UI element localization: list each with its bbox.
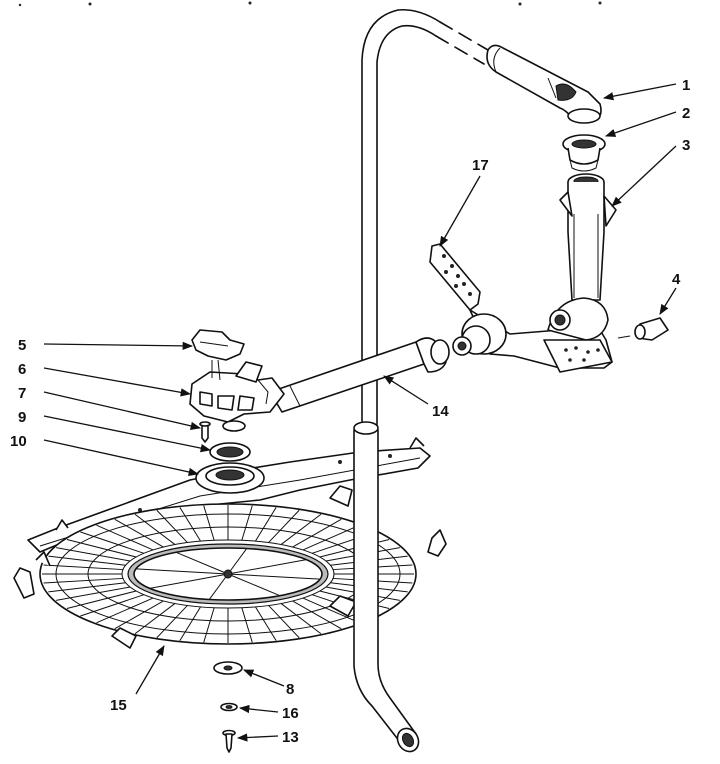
part-13-screw <box>222 729 236 753</box>
callout-4: 4 <box>672 271 681 288</box>
rack-spoke <box>149 573 229 589</box>
rack-rib <box>268 605 300 639</box>
part-5-clip <box>191 329 245 381</box>
rack-spokes <box>135 548 321 600</box>
rack-rib <box>255 507 277 542</box>
part-4-nozzle <box>617 317 669 341</box>
rack-rib <box>255 606 277 641</box>
rack-spoke <box>227 573 321 580</box>
callout-9: 9 <box>18 409 26 426</box>
part-17-bracket <box>429 243 481 311</box>
rack-spoke <box>175 551 229 575</box>
callout-1: 1 <box>682 77 690 94</box>
rack-rib <box>43 577 123 584</box>
supply-tube-outline <box>361 8 489 426</box>
rack-rib <box>280 513 322 545</box>
part-9-ring <box>209 442 251 462</box>
rack-rib <box>156 605 188 639</box>
rack-spoke <box>227 559 307 575</box>
rack-rib <box>134 513 176 545</box>
rack-rib <box>96 524 154 551</box>
part-8-washer <box>213 661 243 675</box>
rack-rib <box>96 597 154 624</box>
rack-rib <box>203 607 215 643</box>
rack-rib <box>292 518 342 548</box>
rack-rib <box>80 531 145 554</box>
callout-14: 14 <box>432 403 449 420</box>
part-7-screw <box>199 421 211 443</box>
callout-7: 7 <box>18 385 26 402</box>
part-2-seal <box>562 134 606 172</box>
part-3-manifold <box>559 173 617 301</box>
rack-spoke <box>227 573 281 597</box>
rack-rib <box>302 524 360 551</box>
rack-rib <box>48 582 126 593</box>
rack-rib <box>179 606 201 641</box>
callout-17: 17 <box>472 157 489 174</box>
rack-rib <box>48 555 126 566</box>
rack-rib <box>179 507 201 542</box>
rack-rib <box>66 590 137 609</box>
rack-rib <box>66 539 137 558</box>
rack-spoke <box>208 573 229 600</box>
rack-rib <box>114 518 164 548</box>
rack-rib <box>134 603 176 635</box>
lower-tube <box>329 421 420 753</box>
rack-rib <box>268 509 300 543</box>
rack-rib <box>292 600 342 630</box>
callout-3: 3 <box>682 137 690 154</box>
callout-5: 5 <box>18 337 26 354</box>
rack-rib <box>241 505 253 541</box>
rack-spoke <box>227 548 248 575</box>
callout-labels: 1 2 3 4 5 6 7 8 9 10 13 14 15 16 17 <box>10 77 690 746</box>
callout-6: 6 <box>18 361 26 378</box>
callout-10: 10 <box>10 433 27 450</box>
callout-15: 15 <box>110 697 127 714</box>
part-6-hub-bracket <box>189 361 285 432</box>
leader-lines <box>43 83 677 742</box>
rack-rib <box>156 509 188 543</box>
rack-rib <box>114 600 164 630</box>
callout-8: 8 <box>286 681 294 698</box>
lower-manifold-assembly <box>452 297 613 373</box>
part-14-feed-tube <box>269 337 450 413</box>
rack-rib <box>56 547 131 562</box>
rack-rib <box>43 564 123 571</box>
rack-rib <box>203 505 215 541</box>
callout-2: 2 <box>682 105 690 122</box>
scan-noise <box>18 1 602 7</box>
part-16-small-washer <box>220 702 238 712</box>
rack-rib <box>80 594 145 617</box>
rack-rib <box>280 603 322 635</box>
spray-arm <box>27 437 431 553</box>
rack-rib <box>56 586 131 601</box>
part-15-rack <box>13 503 447 649</box>
part-1-elbow-tube <box>486 44 602 124</box>
rack-rib <box>241 607 253 643</box>
callout-16: 16 <box>282 705 299 722</box>
rack-spoke <box>135 568 229 575</box>
rack-rib <box>302 597 360 624</box>
callout-13: 13 <box>282 729 299 746</box>
